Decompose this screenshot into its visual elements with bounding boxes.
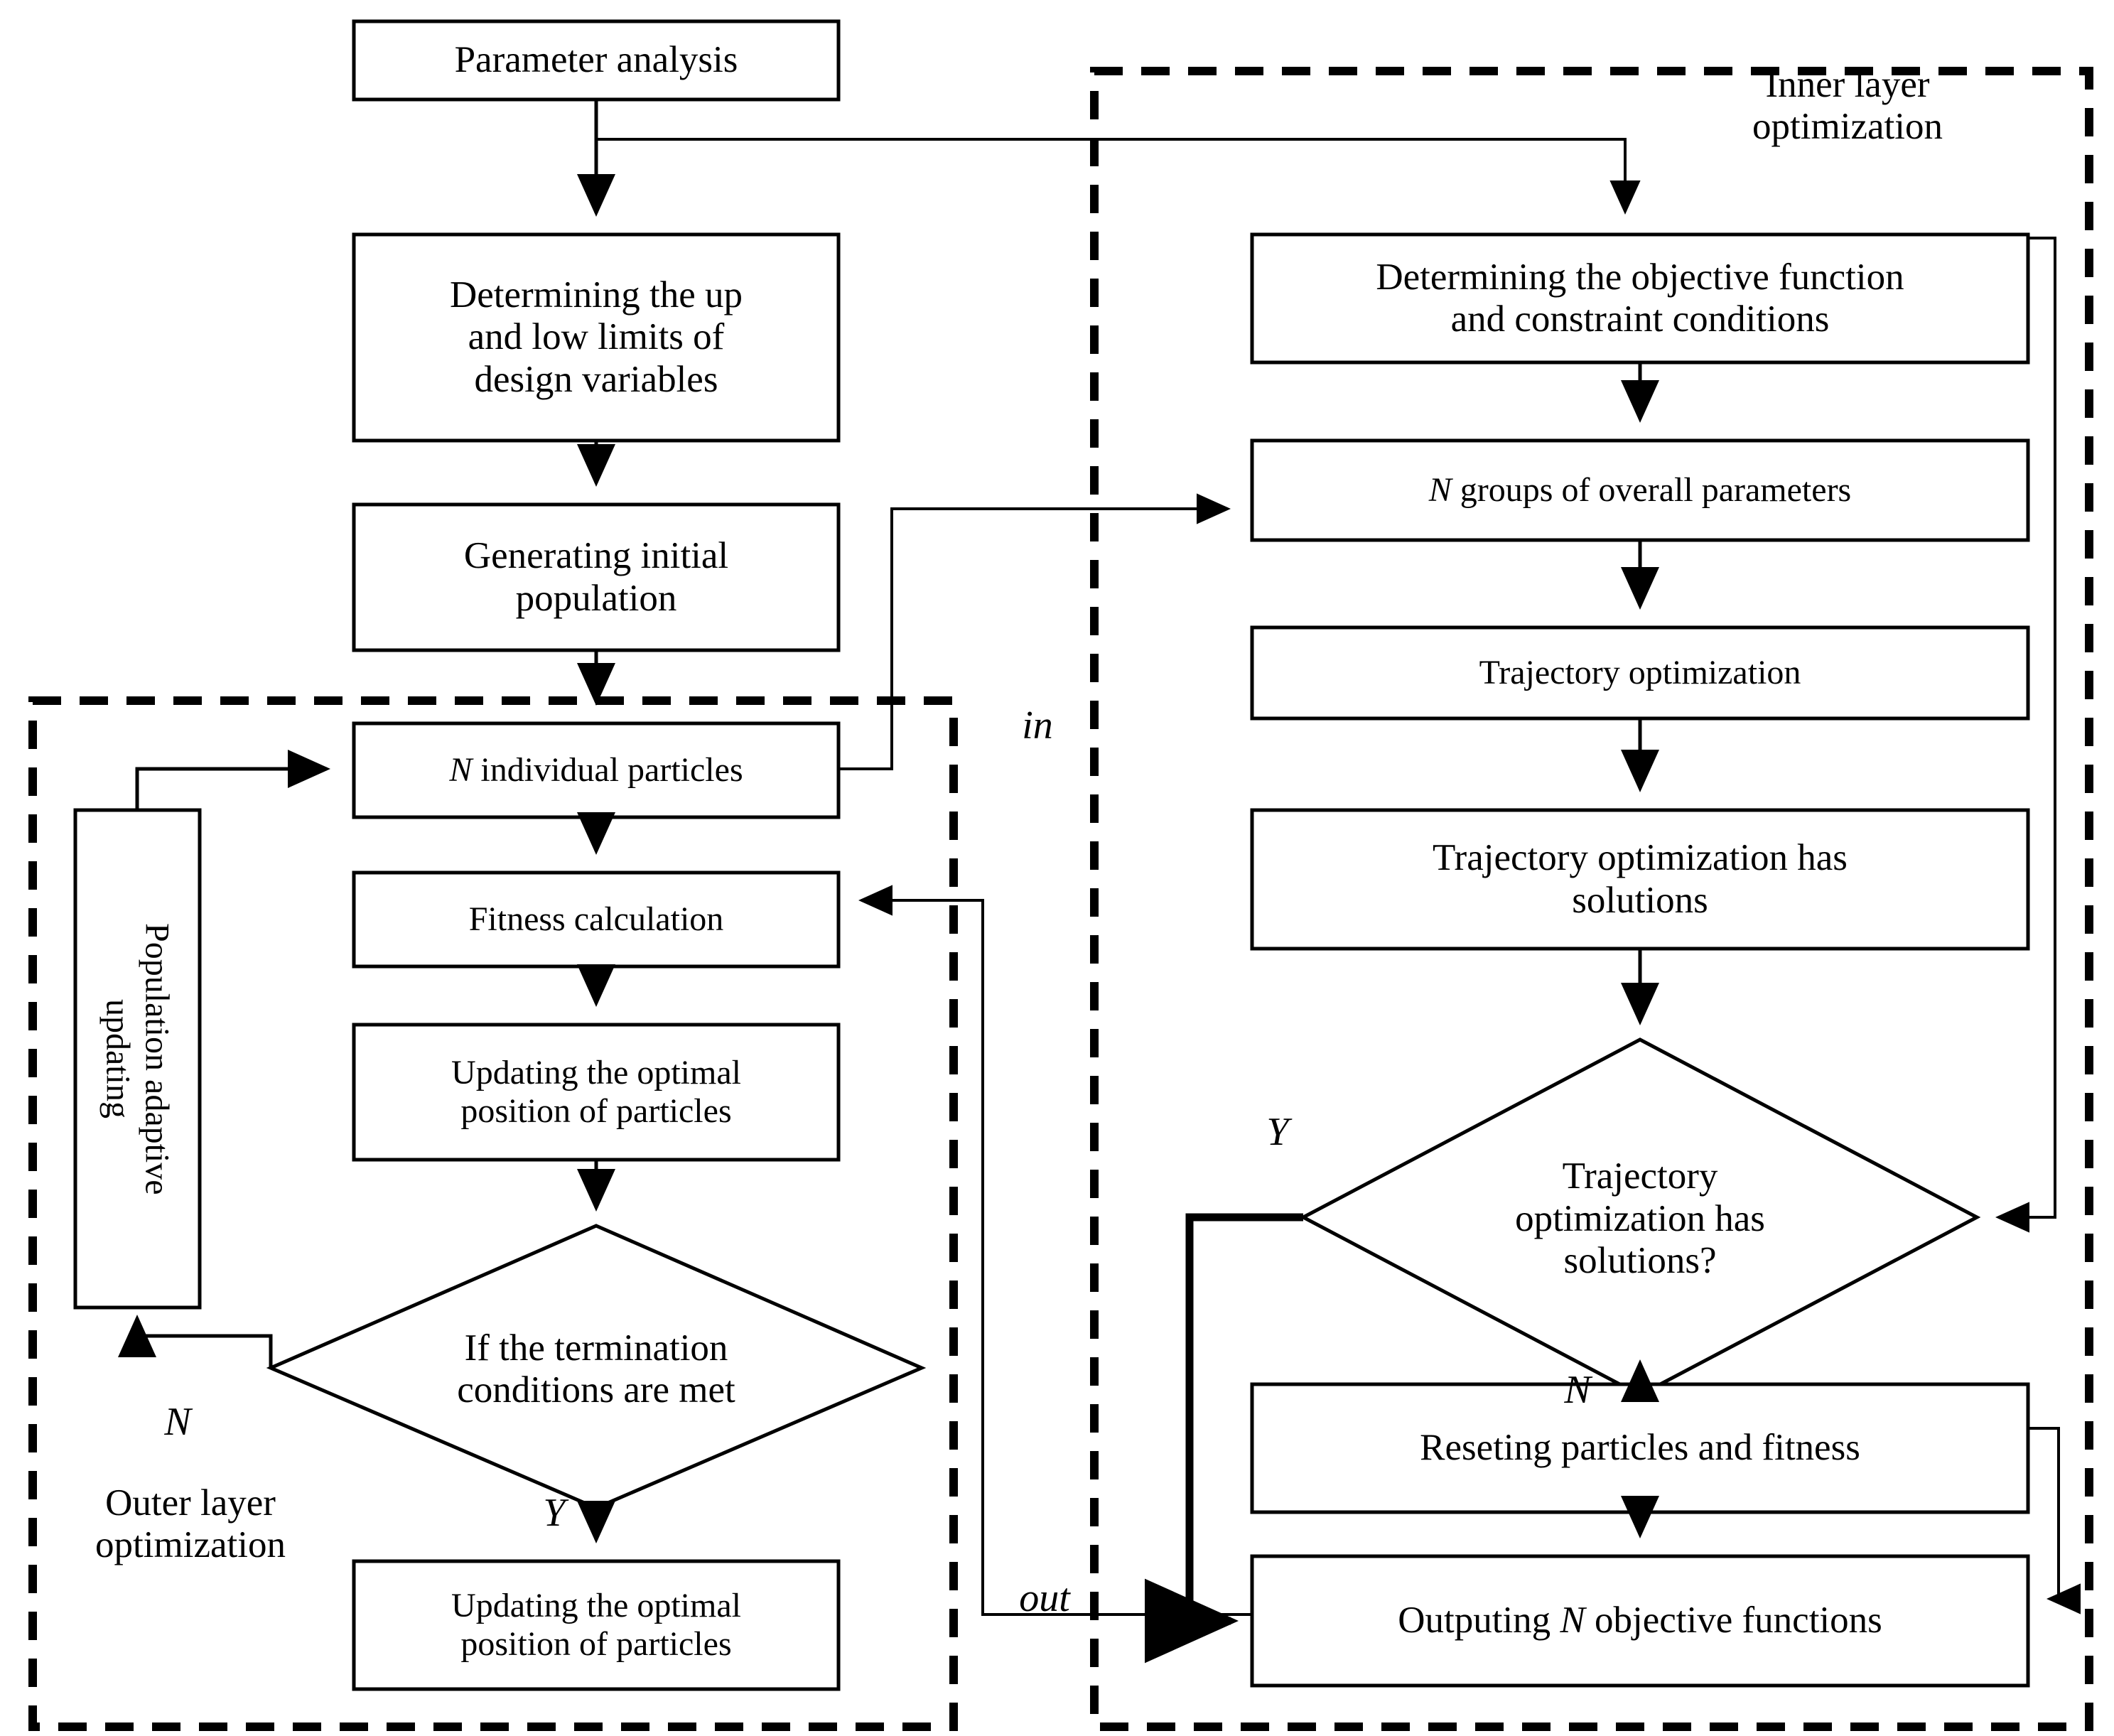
- node-trajectory-has-solutions[interactable]: [1250, 808, 2030, 951]
- label-termination-diamond: If the termination conditions are met: [457, 1327, 735, 1411]
- edge-population-updating-to-particles: [135, 750, 330, 810]
- label-updating-optimal-position-2: Updating the optimal position of particl…: [451, 1587, 741, 1663]
- edge-param-to-objective: [596, 138, 1641, 215]
- label-n-groups-parameters: N groups of overall parameters: [1252, 441, 2028, 540]
- label-fitness-calculation: Fitness calculation: [468, 900, 724, 939]
- node-generating-population[interactable]: [352, 502, 841, 652]
- group-label-outer: Outer layer optimization: [95, 1482, 286, 1566]
- edge-label-in: in: [1022, 703, 1053, 748]
- edge-diamond-yes-to-outputing: [1145, 1213, 1303, 1664]
- label-updating-optimal-position-1: Updating the optimal position of particl…: [451, 1054, 741, 1130]
- node-determining-limits[interactable]: [352, 232, 841, 443]
- edge-label-out: out: [1019, 1576, 1070, 1620]
- label-outputing-prefix: Outputing: [1398, 1600, 1560, 1641]
- edge-out-outputing-to-fitness: [858, 885, 1252, 1616]
- label-parameter-analysis: Parameter analysis: [454, 39, 738, 81]
- edge-label-right-diamond-yes: Y: [1266, 1110, 1289, 1154]
- label-n-individual-particles: N individual particles: [354, 723, 838, 817]
- label-outputing-suffix: objective functions: [1585, 1600, 1882, 1641]
- node-outputing-objectives[interactable]: [1250, 1554, 2030, 1688]
- node-n-individual-particles[interactable]: [352, 721, 841, 819]
- label-determining-limits: Determining the up and low limits of des…: [449, 274, 743, 400]
- label-reseting-particles: Reseting particles and fitness: [1420, 1427, 1860, 1469]
- edge-reseting-feedback-to-outputing: [2028, 1427, 2081, 1614]
- label-outputing-objectives: Outputing N objective functions: [1252, 1556, 2028, 1686]
- edge-label-right-diamond-no: N: [1564, 1368, 1591, 1412]
- label-trajectory-has-solutions-question: Trajectory optimization has solutions?: [1515, 1155, 1765, 1282]
- node-trajectory-optimization[interactable]: [1250, 625, 2030, 721]
- edge-termination-no-to-population-updating: [118, 1315, 273, 1368]
- edge-objective-feedback-to-diamond: [1995, 237, 2056, 1233]
- label-trajectory-has-solutions: Trajectory optimization has solutions: [1433, 837, 1848, 921]
- label-determining-objective: Determining the objective function and c…: [1376, 256, 1904, 340]
- edge-label-left-diamond-no: N: [164, 1400, 191, 1444]
- group-frame-outer: [28, 696, 958, 1731]
- edge-label-left-diamond-yes: Y: [543, 1491, 566, 1535]
- group-frame-inner: [1090, 67, 2093, 1731]
- node-reseting-particles[interactable]: [1250, 1382, 2030, 1514]
- node-updating-optimal-position-2[interactable]: [352, 1559, 841, 1691]
- italic-n-outputing: N: [1560, 1600, 1585, 1641]
- group-label-inner: Inner layer optimization: [1752, 64, 1943, 148]
- node-fitness-calculation[interactable]: [352, 870, 841, 969]
- label-n-groups-parameters-rest: groups of overall parameters: [1451, 471, 1852, 510]
- italic-n-groups: N: [1428, 471, 1452, 510]
- label-generating-population: Generating initial population: [463, 535, 729, 619]
- node-n-groups-parameters[interactable]: [1250, 438, 2030, 542]
- label-population-adaptive-updating: Population adaptive updating: [99, 922, 176, 1195]
- italic-n-particles: N: [449, 751, 473, 789]
- node-parameter-analysis[interactable]: [352, 19, 841, 102]
- label-n-individual-particles-rest: individual particles: [472, 751, 743, 789]
- node-updating-optimal-position-1[interactable]: [352, 1023, 841, 1162]
- node-population-adaptive-updating[interactable]: [73, 808, 202, 1310]
- label-trajectory-optimization: Trajectory optimization: [1479, 654, 1801, 692]
- edge-in-particles-to-groups: [838, 493, 1231, 770]
- node-determining-objective[interactable]: [1250, 232, 2030, 365]
